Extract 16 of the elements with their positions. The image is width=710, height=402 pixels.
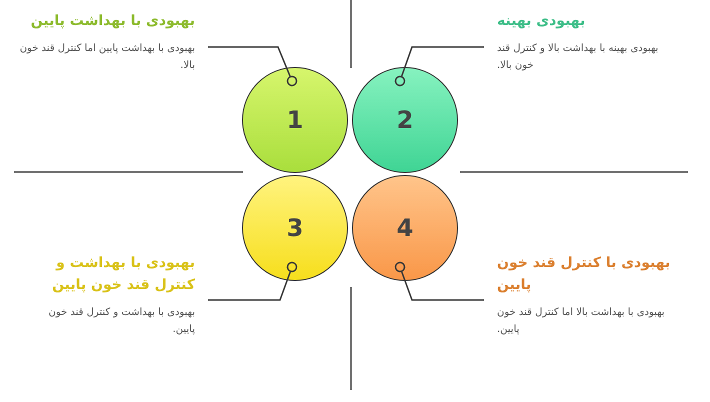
heading: بهبودی بهینه xyxy=(497,12,586,31)
leader-line xyxy=(394,262,484,301)
numbered-circle: 2 xyxy=(352,67,458,173)
description: بهبودی با بهداشت بالا اما کنترل قند خون پایین. xyxy=(497,306,666,337)
description: بهبودی بهینه با بهداشت بالا و کنترل قند خون بالا. xyxy=(497,42,660,73)
leader-line xyxy=(208,46,298,86)
leader-line xyxy=(394,46,484,86)
numbered-circle: 1 xyxy=(242,67,348,173)
description: بهبودی با بهداشت پایین اما کنترل قند خون بالا. xyxy=(18,42,195,73)
leader-line xyxy=(208,262,298,301)
numbered-circle: 4 xyxy=(352,175,458,281)
heading: بهبودی با کنترل قند خون پایین xyxy=(497,254,672,295)
numbered-circle: 3 xyxy=(242,175,348,281)
heading: بهبودی با بهداشت و کنترل قند خون پایین xyxy=(51,254,195,295)
description: بهبودی با بهداشت و کنترل قند خون پایین. xyxy=(47,306,195,337)
heading: بهبودی با بهداشت پایین xyxy=(30,12,195,31)
